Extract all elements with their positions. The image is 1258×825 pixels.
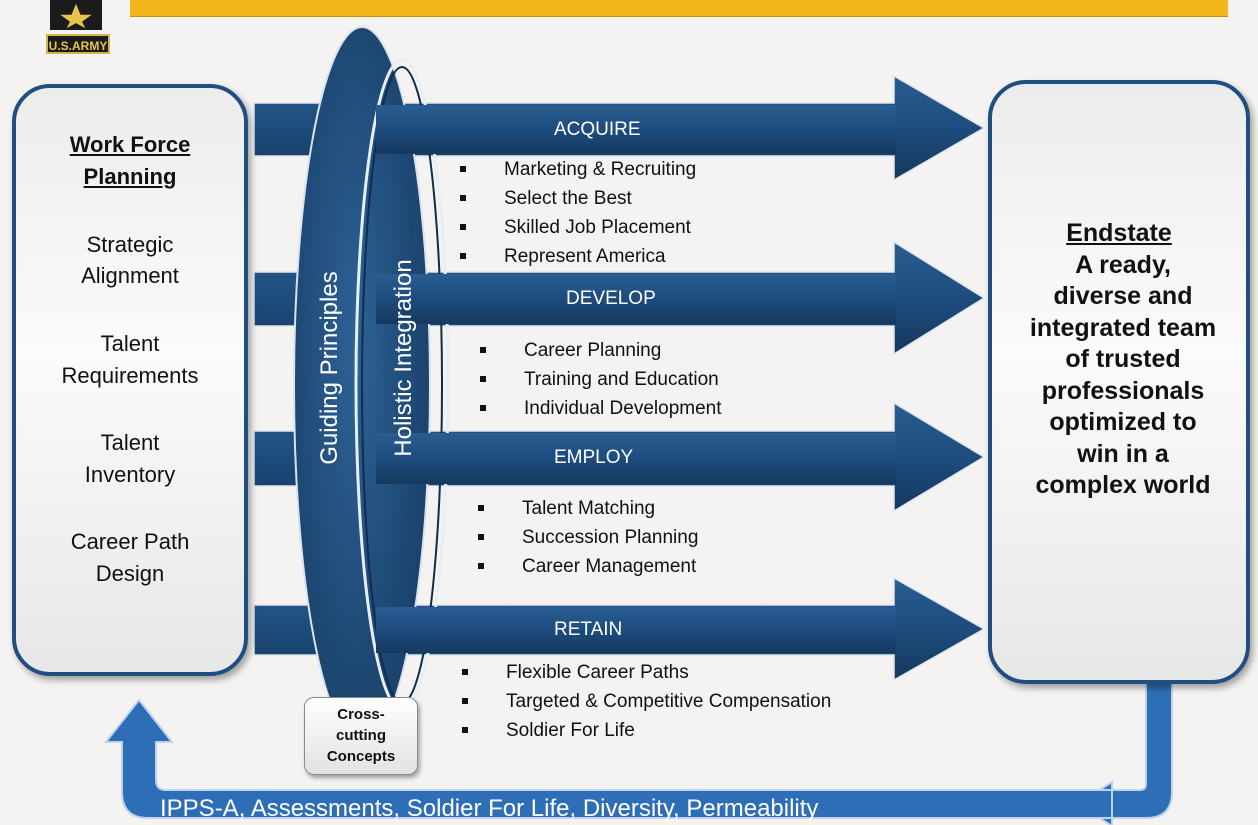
feedback-loop-text: IPPS-A, Assessments, Soldier For Life, D… xyxy=(160,795,819,822)
list-item: Succession Planning xyxy=(474,523,698,552)
holistic-integration-label: Holistic Integration xyxy=(390,259,417,457)
list-item: Individual Development xyxy=(476,394,722,423)
retain-label: RETAIN xyxy=(554,619,623,640)
list-item: Skilled Job Placement xyxy=(456,213,696,242)
crosscut-line: Concepts xyxy=(326,748,396,765)
panel-item: Design xyxy=(95,561,165,586)
list-item: Career Planning xyxy=(476,336,722,365)
endstate-title: Endstate xyxy=(1066,219,1172,247)
develop-bullets: Career Planning Training and Education I… xyxy=(476,336,722,423)
workforce-planning-panel: Work Force Planning Strategic Alignment … xyxy=(12,84,248,676)
list-item: Career Management xyxy=(474,552,698,581)
endstate-line: integrated team xyxy=(1029,314,1217,342)
guiding-principles-label: Guiding Principles xyxy=(316,271,343,465)
acquire-bullets: Marketing & Recruiting Select the Best S… xyxy=(456,155,696,271)
retain-bullets: Flexible Career Paths Targeted & Competi… xyxy=(458,658,831,745)
employ-bullets: Talent Matching Succession Planning Care… xyxy=(474,494,698,581)
list-item: Soldier For Life xyxy=(458,716,831,745)
endstate-panel: Endstate A ready, diverse and integrated… xyxy=(988,80,1250,684)
endstate-line: complex world xyxy=(1035,471,1211,499)
crosscutting-concepts-box: Cross- cutting Concepts xyxy=(304,697,418,775)
panel-title: Planning xyxy=(83,164,177,189)
list-item: Talent Matching xyxy=(474,494,698,523)
panel-title: Work Force xyxy=(69,132,191,157)
endstate-line: win in a xyxy=(1077,440,1169,468)
list-item: Training and Education xyxy=(476,365,722,394)
employ-label: EMPLOY xyxy=(554,447,634,468)
crosscut-line: cutting xyxy=(336,727,386,744)
logo-label: U.S.ARMY xyxy=(46,34,110,54)
list-item: Select the Best xyxy=(456,184,696,213)
panel-item: Inventory xyxy=(84,462,176,487)
panel-item: Requirements xyxy=(61,363,199,388)
endstate-line: diverse and xyxy=(1053,282,1193,310)
title-banner xyxy=(130,0,1228,17)
endstate-line: A ready, xyxy=(1075,251,1171,279)
panel-item: Strategic xyxy=(86,232,174,257)
list-item: Represent America xyxy=(456,242,696,271)
endstate-line: of trusted xyxy=(1065,345,1181,373)
panel-item: Alignment xyxy=(81,263,179,288)
panel-item: Career Path xyxy=(70,529,190,554)
develop-label: DEVELOP xyxy=(566,288,656,309)
panel-item: Talent xyxy=(100,331,160,356)
list-item: Marketing & Recruiting xyxy=(456,155,696,184)
panel-item: Talent xyxy=(100,430,160,455)
list-item: Targeted & Competitive Compensation xyxy=(458,687,831,716)
star-icon xyxy=(50,0,102,32)
army-logo: U.S.ARMY xyxy=(40,0,116,56)
list-item: Flexible Career Paths xyxy=(458,658,831,687)
acquire-label: ACQUIRE xyxy=(554,119,641,140)
endstate-line: optimized to xyxy=(1049,408,1197,436)
endstate-line: professionals xyxy=(1041,377,1205,405)
feedback-return-arrow xyxy=(103,698,1113,819)
crosscut-line: Cross- xyxy=(337,706,385,723)
